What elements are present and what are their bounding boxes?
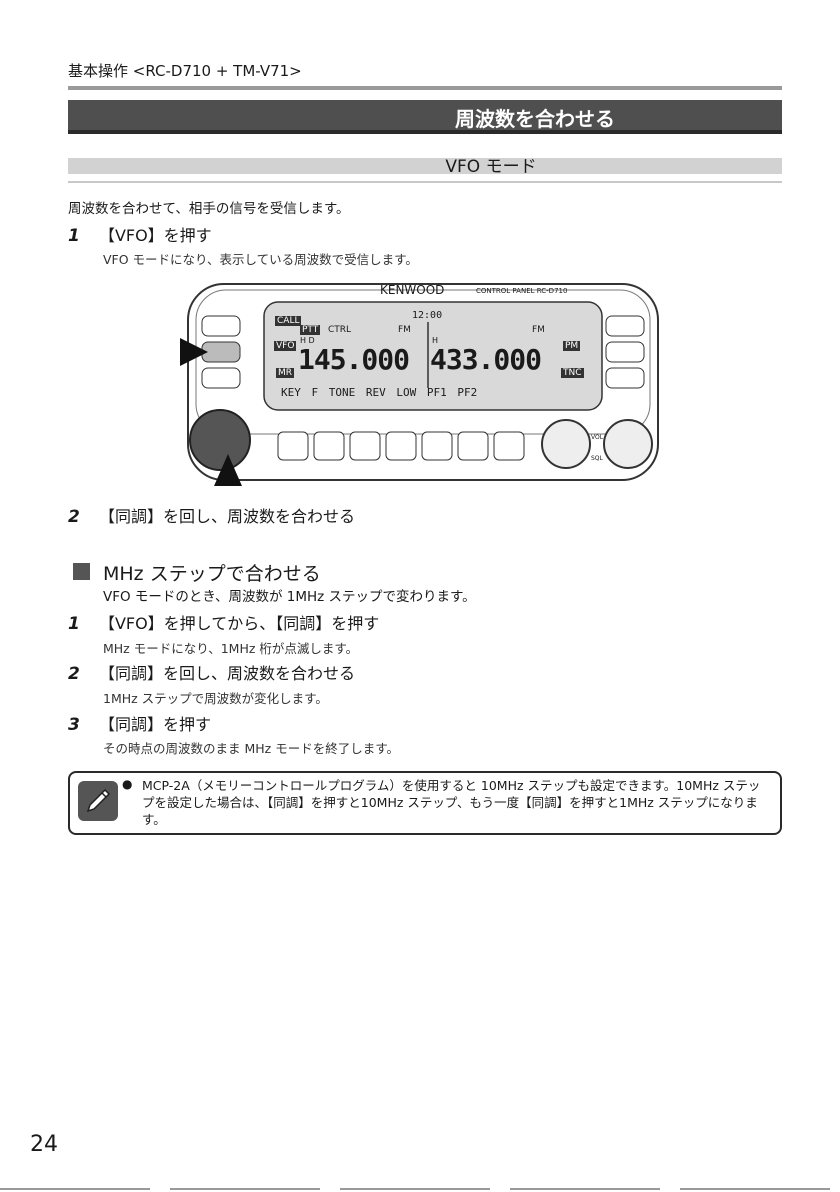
page-number: 24 — [30, 1132, 58, 1157]
ctrl-label: CTRL — [328, 325, 352, 335]
soft-key-labels: KEY F TONE REV LOW PF1 PF2 — [281, 386, 477, 399]
step-title: 【同調】を押す — [98, 715, 211, 734]
section-marker-icon — [73, 563, 90, 580]
panel-brand: KENWOOD — [380, 283, 445, 297]
right-frequency: 433.000 — [430, 343, 542, 376]
right-power: H — [432, 336, 439, 345]
f-label: F — [311, 386, 319, 399]
pencil-icon — [78, 781, 118, 821]
vfo-tag: VFO — [274, 341, 297, 351]
bottom-rule — [0, 1188, 840, 1190]
step-title: 【同調】を回し、周波数を合わせる — [98, 507, 355, 526]
step-title: 【VFO】を押してから、【同調】を押す — [98, 614, 380, 633]
call-tag: CALL — [275, 316, 302, 326]
rev-label: REV — [365, 386, 386, 399]
step-a1: 1 【VFO】を押す — [68, 222, 212, 246]
step-b2: 2 【同調】を回し、周波数を合わせる — [68, 660, 355, 684]
mr-tag: MR — [276, 368, 295, 378]
step-desc: 1MHz ステップで周波数が変化します。 — [103, 691, 328, 706]
left-mode: FM — [398, 325, 411, 335]
section-heading: MHz ステップで合わせる — [103, 563, 321, 585]
key-label: KEY — [281, 386, 301, 399]
sql-label: SQL — [591, 455, 603, 462]
page-title: 周波数を合わせる — [455, 107, 615, 131]
pf1-label: PF1 — [426, 386, 447, 399]
step-a2: 2 【同調】を回し、周波数を合わせる — [68, 503, 355, 527]
pf2-label: PF2 — [457, 386, 478, 399]
step-title: 【VFO】を押す — [98, 226, 212, 245]
tnc-tag: TNC — [561, 368, 584, 378]
right-mode: FM — [532, 325, 545, 335]
header-rule — [68, 86, 782, 90]
step-desc: その時点の周波数のまま MHz モードを終了します。 — [103, 741, 399, 756]
note-text: MCP-2A（メモリーコントロールプログラム）を使用すると 10MHz ステップ… — [142, 778, 761, 827]
ptt-tag: PTT — [300, 325, 321, 335]
pm-tag: PM — [563, 341, 581, 351]
clock: 12:00 — [412, 310, 443, 321]
subtitle: VFO モード — [445, 157, 537, 177]
subtitle-rule — [68, 181, 782, 183]
subtitle-bar: VFO モード — [68, 157, 782, 177]
step-title: 【同調】を回し、周波数を合わせる — [98, 664, 355, 683]
panel-model: CONTROL PANEL RC-D710 — [476, 287, 568, 295]
intro-text: 周波数を合わせて、相手の信号を受信します。 — [68, 201, 350, 217]
step-number: 3 — [68, 715, 80, 735]
vol-label: VOL — [591, 434, 604, 441]
note-box: ● MCP-2A（メモリーコントロールプログラム）を使用すると 10MHz ステ… — [68, 771, 782, 835]
running-head: 基本操作 <RC-D710 + TM-V71> — [68, 62, 302, 80]
left-frequency: 145.000 — [298, 343, 410, 376]
section-desc: VFO モードのとき、周波数が 1MHz ステップで変わります。 — [103, 589, 476, 605]
step-b1: 1 【VFO】を押してから、【同調】を押す — [68, 610, 379, 634]
low-label: LOW — [396, 386, 417, 399]
step-number: 2 — [68, 507, 80, 527]
left-power: H D — [300, 336, 315, 345]
step-desc: MHz モードになり、1MHz 桁が点滅します。 — [103, 641, 359, 656]
note-bullet: ● — [122, 777, 133, 791]
step-b3: 3 【同調】を押す — [68, 711, 211, 735]
step-number: 2 — [68, 664, 80, 684]
tone-label: TONE — [328, 386, 356, 399]
step-number: 1 — [68, 226, 80, 246]
page-title-bar: 周波数を合わせる — [68, 100, 782, 134]
step-desc: VFO モードになり、表示している周波数で受信します。 — [103, 252, 418, 267]
step-number: 1 — [68, 614, 80, 634]
